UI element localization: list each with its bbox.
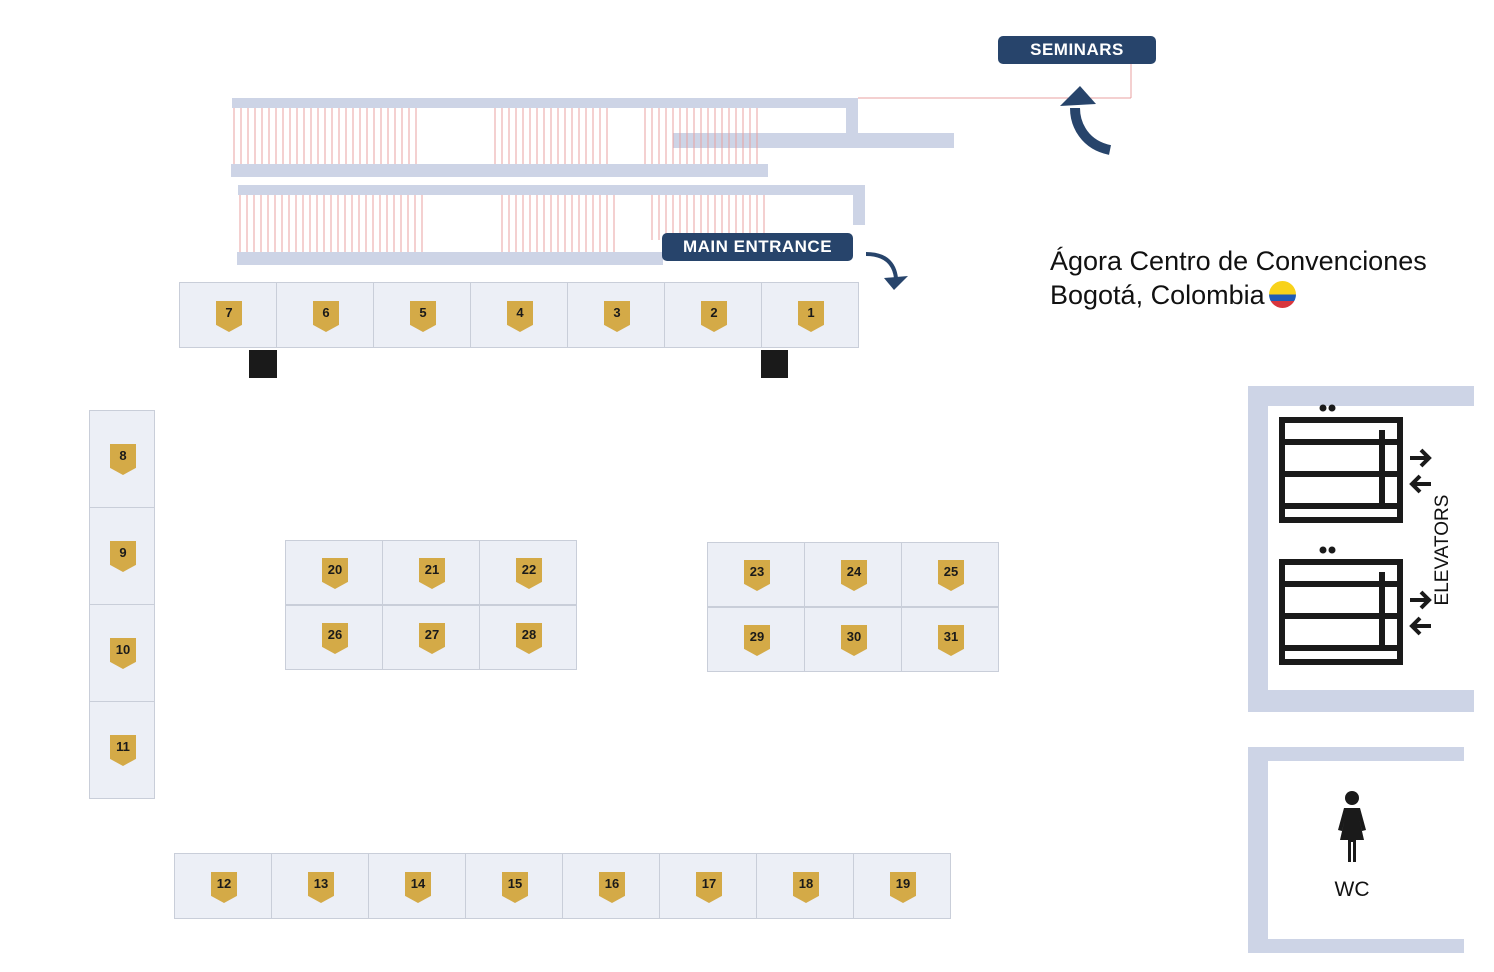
booth-9[interactable]: 9 (89, 507, 155, 605)
booth-12[interactable]: 12 (174, 853, 272, 919)
booth-number-tag: 24 (841, 560, 867, 591)
woman-wc-icon (1338, 791, 1366, 862)
booth-10[interactable]: 10 (89, 604, 155, 702)
elevator-icon (1279, 559, 1403, 665)
booth-2[interactable]: 2 (664, 282, 762, 348)
venue-title: Ágora Centro de Convenciones Bogotá, Col… (1050, 244, 1427, 312)
booth-3[interactable]: 3 (567, 282, 665, 348)
pillar-icon (761, 350, 788, 378)
booth-28[interactable]: 28 (479, 605, 577, 670)
booth-number-tag: 5 (410, 301, 436, 332)
booth-number-tag: 9 (110, 541, 136, 572)
booth-23[interactable]: 23 (707, 542, 805, 607)
booth-16[interactable]: 16 (562, 853, 660, 919)
booth-13[interactable]: 13 (271, 853, 369, 919)
curved-arrow-up-icon (1060, 86, 1112, 155)
booth-17[interactable]: 17 (659, 853, 757, 919)
booth-1[interactable]: 1 (761, 282, 859, 348)
booth-14[interactable]: 14 (368, 853, 466, 919)
booth-number-tag: 26 (322, 623, 348, 654)
booth-number-tag: 22 (516, 558, 542, 589)
booth-11[interactable]: 11 (89, 701, 155, 799)
booth-number-tag: 29 (744, 625, 770, 656)
booth-number-tag: 13 (308, 872, 334, 903)
booth-number-tag: 14 (405, 872, 431, 903)
booth-number-tag: 31 (938, 625, 964, 656)
main-entrance-label: MAIN ENTRANCE (662, 233, 853, 261)
booth-number-tag: 11 (110, 735, 136, 766)
booth-4[interactable]: 4 (470, 282, 568, 348)
booth-number-tag: 4 (507, 301, 533, 332)
booth-number-tag: 25 (938, 560, 964, 591)
booth-number-tag: 10 (110, 638, 136, 669)
booth-24[interactable]: 24 (804, 542, 902, 607)
booth-number-tag: 3 (604, 301, 630, 332)
booth-number-tag: 16 (599, 872, 625, 903)
booth-number-tag: 28 (516, 623, 542, 654)
booth-15[interactable]: 15 (465, 853, 563, 919)
booth-number-tag: 21 (419, 558, 445, 589)
wc-label: WC (1334, 878, 1370, 901)
booth-22[interactable]: 22 (479, 540, 577, 605)
seminars-label: SEMINARS (998, 36, 1156, 64)
elevator-area (1248, 386, 1474, 712)
colombia-flag-icon (1268, 281, 1296, 308)
booth-25[interactable]: 25 (901, 542, 999, 607)
booth-number-tag: 7 (216, 301, 242, 332)
booth-number-tag: 2 (701, 301, 727, 332)
booth-number-tag: 27 (419, 623, 445, 654)
elevator-icon (1279, 417, 1403, 523)
pillar-icon (249, 350, 277, 378)
curved-arrow-down-icon (865, 252, 908, 290)
booth-20[interactable]: 20 (285, 540, 383, 605)
booth-26[interactable]: 26 (285, 605, 383, 670)
booth-number-tag: 19 (890, 872, 916, 903)
booth-number-tag: 23 (744, 560, 770, 591)
booth-number-tag: 15 (502, 872, 528, 903)
booth-5[interactable]: 5 (373, 282, 471, 348)
booth-18[interactable]: 18 (756, 853, 854, 919)
wc-area (1248, 747, 1464, 953)
booth-30[interactable]: 30 (804, 607, 902, 672)
booth-21[interactable]: 21 (382, 540, 480, 605)
booth-number-tag: 6 (313, 301, 339, 332)
booth-number-tag: 30 (841, 625, 867, 656)
booth-8[interactable]: 8 (89, 410, 155, 508)
booth-31[interactable]: 31 (901, 607, 999, 672)
booth-number-tag: 8 (110, 444, 136, 475)
booth-29[interactable]: 29 (707, 607, 805, 672)
booth-number-tag: 1 (798, 301, 824, 332)
booth-number-tag: 18 (793, 872, 819, 903)
booth-number-tag: 17 (696, 872, 722, 903)
booth-27[interactable]: 27 (382, 605, 480, 670)
booth-7[interactable]: 7 (179, 282, 277, 348)
venue-city: Bogotá, Colombia (1050, 280, 1265, 310)
booth-number-tag: 12 (211, 872, 237, 903)
venue-name: Ágora Centro de Convenciones (1050, 246, 1427, 276)
booth-number-tag: 20 (322, 558, 348, 589)
booth-19[interactable]: 19 (853, 853, 951, 919)
booth-6[interactable]: 6 (276, 282, 374, 348)
